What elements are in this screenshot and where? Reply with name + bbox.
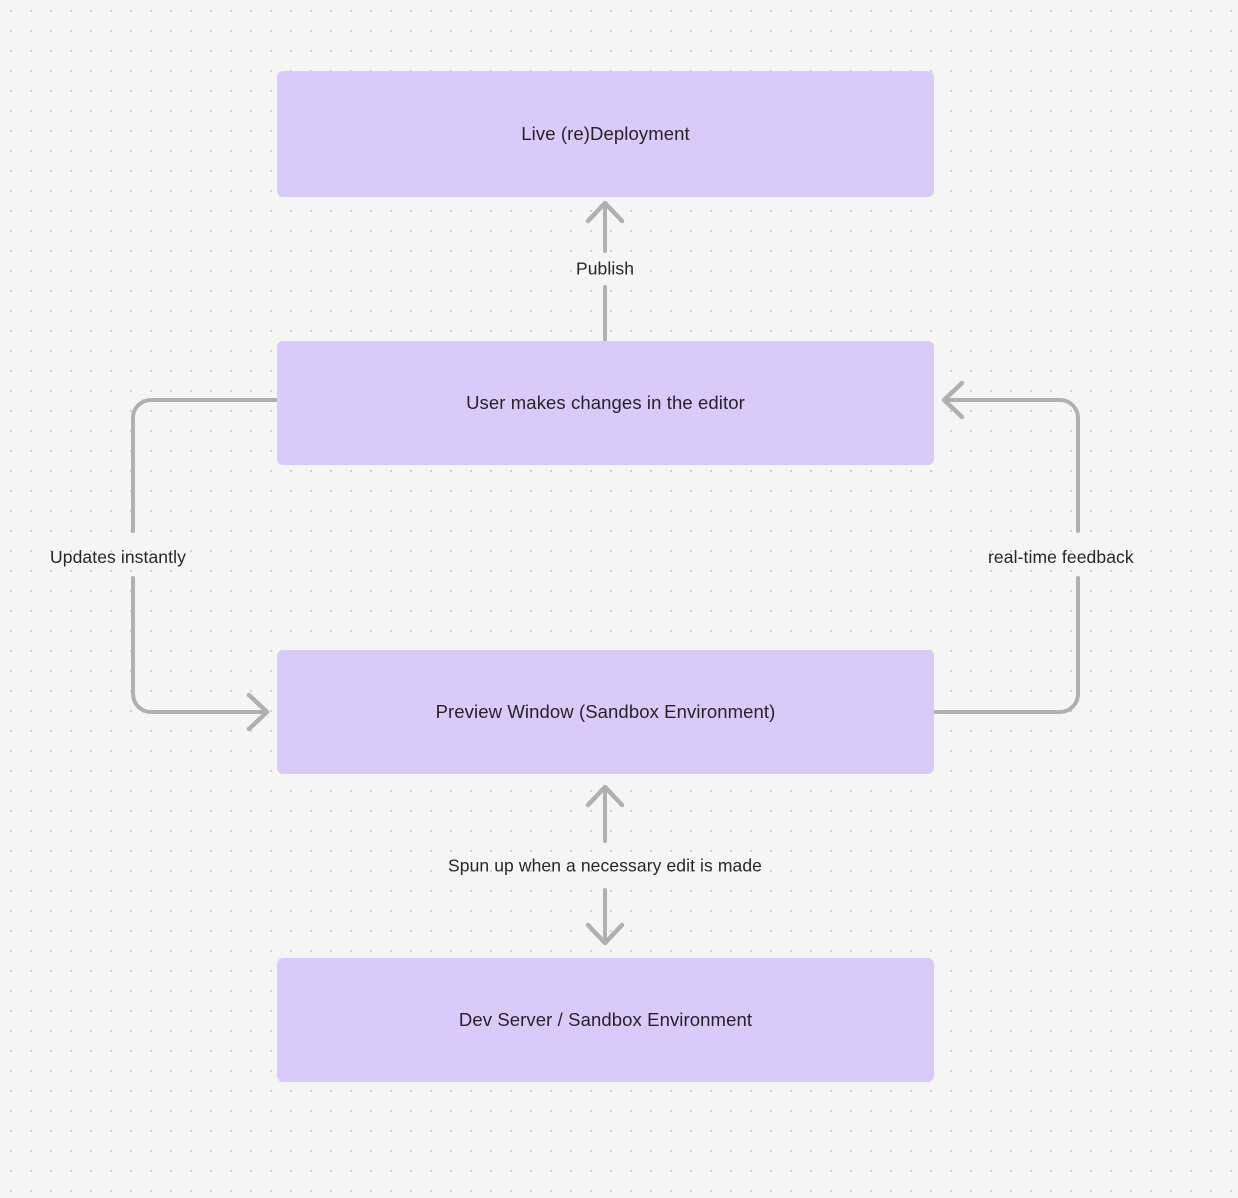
edge-label-spun-up: Spun up when a necessary edit is made (447, 855, 763, 876)
node-dev-server-label: Dev Server / Sandbox Environment (458, 1008, 753, 1030)
edge-updates-instantly-arrowhead-icon (246, 692, 270, 732)
edge-real-time-feedback-arrowhead-icon (941, 380, 965, 420)
edge-label-publish: Publish (575, 258, 635, 279)
edge-label-updates-instantly: Updates instantly (50, 547, 186, 567)
node-preview-window-label: Preview Window (Sandbox Environment) (435, 700, 776, 722)
edge-updates-instantly-path-upper (131, 398, 279, 533)
node-live-deployment-label: Live (re)Deployment (521, 122, 690, 144)
edge-updates-instantly-path-lower (131, 576, 266, 714)
edge-real-time-feedback-path-upper (945, 398, 1080, 533)
edge-label-real-time-feedback: real-time feedback (988, 547, 1134, 567)
node-user-edits-label: User makes changes in the editor (466, 391, 745, 413)
node-preview-window[interactable]: Preview Window (Sandbox Environment) (277, 650, 934, 774)
edge-publish-arrowhead-icon (585, 200, 625, 224)
node-user-edits[interactable]: User makes changes in the editor (277, 341, 934, 465)
edge-spun-up-arrowhead-down-icon (585, 922, 625, 946)
edge-spun-up-arrowhead-up-icon (585, 784, 625, 808)
node-live-deployment[interactable]: Live (re)Deployment (277, 71, 934, 197)
edge-real-time-feedback-path-lower (932, 576, 1080, 714)
node-dev-server[interactable]: Dev Server / Sandbox Environment (277, 958, 934, 1082)
